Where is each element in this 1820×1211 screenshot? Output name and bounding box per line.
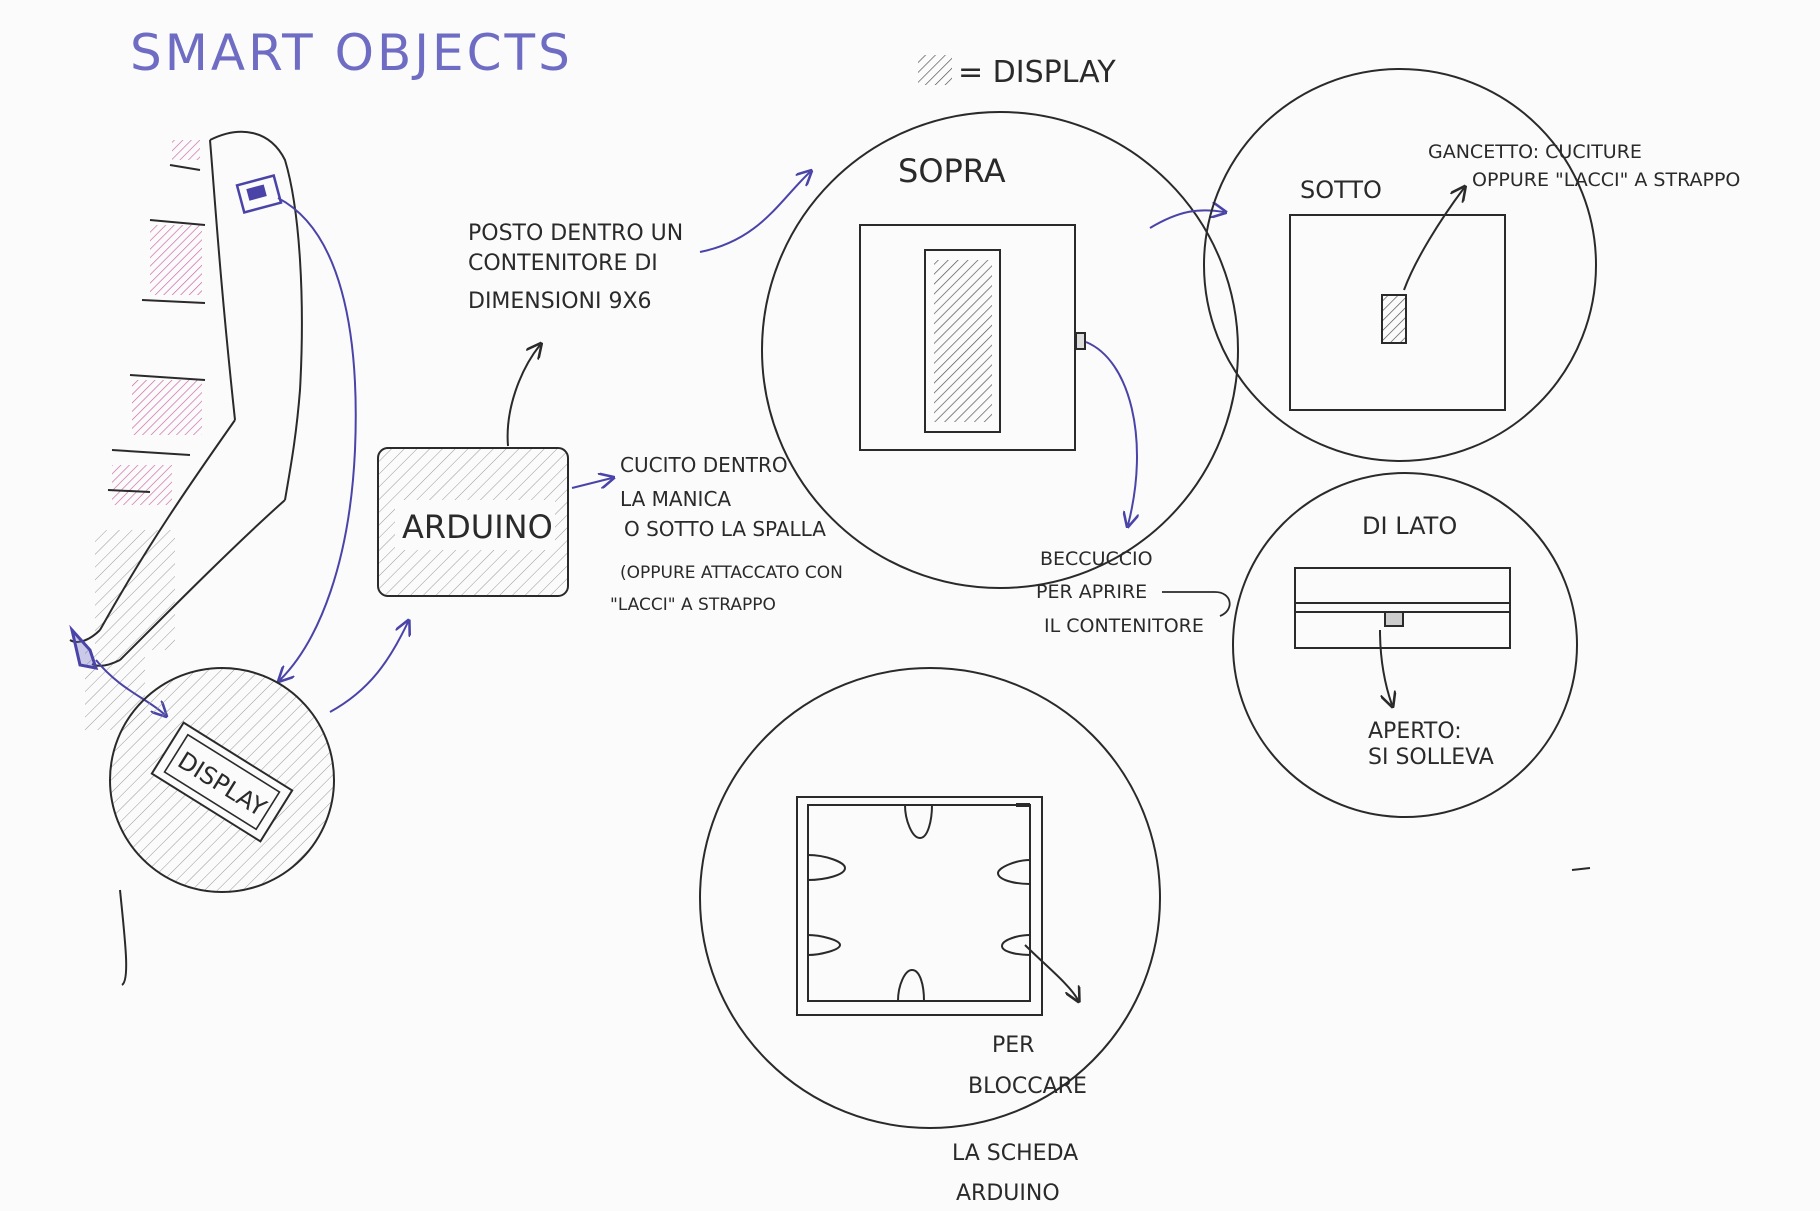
note-latch-line-1: BECCUCCIO — [1040, 548, 1153, 570]
bottom-view-container — [1289, 214, 1506, 411]
arduino-right-arrow — [571, 478, 612, 489]
note-sewn-line-1: CUCITO DENTRO — [620, 453, 788, 477]
page-title: SMART OBJECTS — [130, 24, 573, 82]
clip-left-2 — [807, 934, 842, 956]
note-opened: APERTO: SI SOLLEVA — [1368, 719, 1494, 770]
clip-right-1 — [996, 859, 1031, 885]
clip-left-1 — [807, 854, 847, 881]
top-view-label: SOPRA — [898, 152, 1006, 190]
clip-right-2 — [1000, 934, 1031, 956]
note-sewn-line-2: LA MANICA — [620, 487, 731, 511]
top-view-display — [934, 260, 992, 422]
note-hook-line-1: GANCETTO: CUCITURE — [1428, 141, 1642, 163]
block-arrow — [1024, 944, 1078, 1000]
latch-arrow — [1085, 341, 1137, 525]
note-sewn-line-3: O SOTTO LA SPALLA — [624, 517, 826, 541]
arduino-board: ARDUINO — [377, 447, 569, 597]
side-view-label: DI LATO — [1362, 512, 1457, 540]
note-latch-line-2: PER APRIRE — [1036, 581, 1147, 603]
legend-label: = DISPLAY — [958, 55, 1116, 90]
bottom-view-hook — [1381, 294, 1407, 344]
note-block-line-3: LA SCHEDA — [952, 1141, 1078, 1166]
torso-stripes — [85, 140, 206, 730]
note-container-line-2: CONTENITORE DI — [468, 251, 658, 276]
clip-top-1 — [904, 804, 933, 840]
note-opened-line-1: APERTO: — [1368, 719, 1462, 744]
detail-to-arduino-arrow — [329, 622, 408, 713]
note-opened-line-2: SI SOLLEVA — [1368, 745, 1494, 770]
side-view-container — [1294, 567, 1511, 649]
side-view-latch — [1384, 611, 1404, 627]
opened-arrow — [1379, 629, 1392, 705]
note-sewn-line-5: "LACCI" A STRAPPO — [610, 595, 776, 615]
bottom-view-label: SOTTO — [1300, 176, 1382, 204]
note-sewn: CUCITO DENTRO LA MANICA O SOTTO LA SPALL… — [610, 453, 843, 615]
side-view: DI LATO — [1232, 472, 1578, 818]
hook-arrow — [1403, 188, 1464, 291]
bottom-view: SOTTO — [1203, 68, 1597, 462]
note-container: POSTO DENTRO UN CONTENITORE DI DIMENSION… — [468, 221, 683, 314]
legend: = DISPLAY — [918, 55, 1116, 90]
inner-view — [699, 667, 1161, 1129]
note-block-line-2: BLOCCARE — [968, 1074, 1087, 1099]
note-block-line-1: PER — [992, 1033, 1034, 1058]
top-view: SOPRA — [761, 111, 1239, 589]
arm-detail-circle: DISPLAY — [109, 667, 335, 893]
arduino-label: ARDUINO — [402, 508, 553, 546]
note-block-line-4: ARDUINO — [956, 1181, 1060, 1206]
stray-mark — [1571, 867, 1591, 871]
note-latch: BECCUCCIO PER APRIRE IL CONTENITORE — [1036, 548, 1204, 637]
arduino-up-arrow — [506, 345, 540, 447]
note-container-line-1: POSTO DENTRO UN — [468, 221, 683, 246]
note-container-line-3: DIMENSIONI 9X6 — [468, 289, 652, 314]
latch-to-side-arrow — [1162, 591, 1231, 617]
note-sewn-line-4: (OPPURE ATTACCATO CON — [620, 563, 843, 583]
sensor-to-detail-arrow — [278, 197, 357, 680]
note-hook: GANCETTO: CUCITURE OPPURE "LACCI" A STRA… — [1428, 141, 1740, 191]
top-view-latch — [1075, 332, 1086, 350]
legend-hatch-swatch — [918, 55, 952, 85]
top-to-bottom-view-arrow — [1149, 210, 1224, 229]
shoulder-sensor — [235, 174, 283, 214]
note-hook-line-2: OPPURE "LACCI" A STRAPPO — [1472, 169, 1740, 191]
note-latch-line-3: IL CONTENITORE — [1044, 615, 1204, 637]
note-block: PER BLOCCARE LA SCHEDA ARDUINO — [952, 1033, 1087, 1206]
container-to-top-view-arrow — [699, 172, 810, 253]
clip-bottom-1 — [897, 968, 925, 1002]
inner-view-container — [796, 796, 1043, 1016]
